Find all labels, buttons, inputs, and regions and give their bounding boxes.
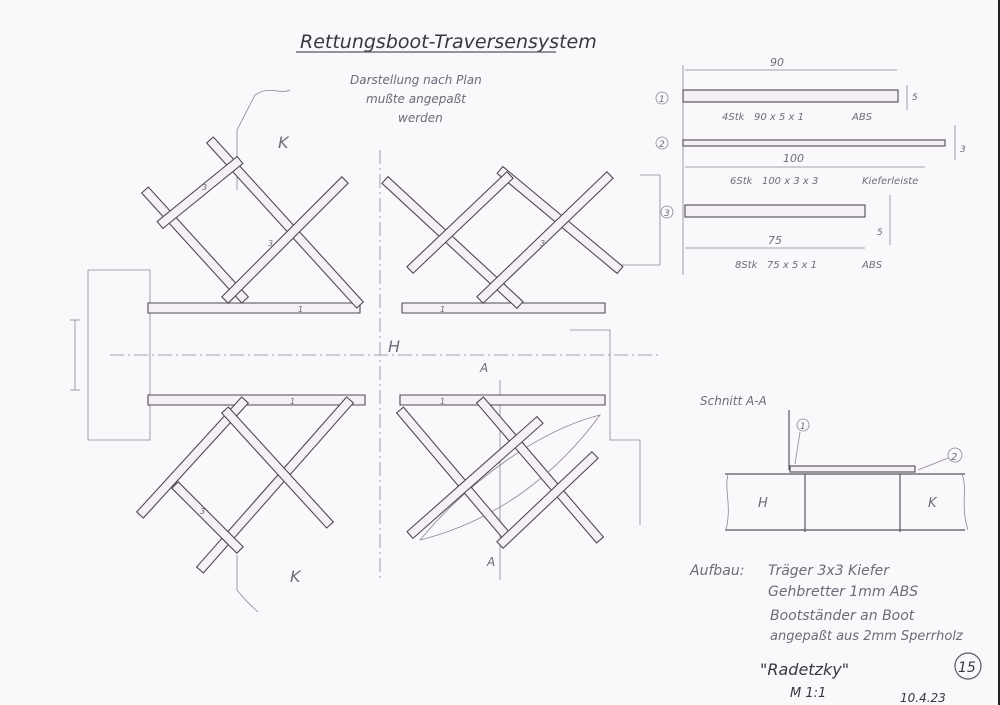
outline-right-lower — [570, 329, 641, 525]
part-2-spec: 6Stk 100 x 3 x 3 — [730, 176, 818, 187]
construction-line: Träger 3x3 Kiefer — [768, 563, 890, 579]
parts-list — [682, 65, 956, 275]
break-line-left — [725, 473, 729, 531]
part-2-drawing — [682, 139, 946, 147]
construction-line: angepaßt aus 2mm Sperrholz — [770, 629, 964, 644]
construction-line: Bootständer an Boot — [770, 608, 915, 624]
plan-view — [70, 89, 661, 613]
part-2-thickness: 3 — [960, 145, 966, 155]
part-3-circle — [660, 205, 674, 219]
callout-circle-1 — [796, 418, 810, 432]
walkway-board — [401, 302, 606, 314]
part-2-material: Kieferleiste — [862, 176, 918, 187]
part-1-thickness: 5 — [912, 93, 918, 103]
section-callout-2: 2 — [951, 452, 957, 463]
part-1-material: ABS — [851, 112, 873, 123]
part-1-drawing — [682, 89, 899, 103]
drawing-title: Rettungsboot-Traversensystem — [300, 31, 597, 53]
cross-beam — [156, 155, 244, 230]
note-line-2: mußte angepaßt — [366, 92, 467, 106]
date: 10.4.23 — [900, 691, 946, 705]
page-number: 15 — [958, 660, 976, 676]
part-label-3: 3 — [202, 183, 207, 192]
section-deck-board — [789, 465, 916, 473]
cross-beam — [171, 481, 244, 554]
section-mark-a-bottom: A — [486, 555, 495, 569]
part-2-number: 2 — [659, 140, 665, 150]
label-k-bottom: K — [290, 567, 302, 586]
part-1-number: 1 — [659, 95, 665, 105]
cross-beam — [135, 396, 250, 519]
cross-beam — [205, 136, 365, 309]
walkway-board — [147, 302, 361, 314]
cross-beam — [195, 396, 355, 574]
label-h: H — [388, 337, 400, 356]
part-label-1: 1 — [290, 397, 295, 406]
cross-beam — [406, 415, 544, 540]
part-label-1: 1 — [440, 397, 445, 406]
walkway-board — [399, 394, 606, 406]
callout-leader-1 — [794, 431, 801, 465]
leader-k-top — [236, 89, 291, 190]
part-3-material: ABS — [861, 260, 883, 271]
cross-beam — [220, 406, 335, 529]
section-label-h: H — [758, 496, 768, 511]
section-label-k: K — [928, 496, 938, 511]
callout-leader-2 — [917, 457, 949, 471]
section-mark-a-top: A — [479, 361, 488, 375]
outline-left — [87, 269, 151, 441]
cross-beam — [381, 175, 524, 310]
break-line-right — [961, 473, 969, 531]
section-view — [725, 410, 969, 532]
cross-beam — [496, 450, 599, 550]
section-callout-1: 1 — [800, 422, 806, 432]
part-1-circle — [655, 91, 669, 105]
part-label-3: 3 — [268, 239, 273, 248]
construction-label: Aufbau: — [689, 563, 744, 579]
cross-beam — [395, 406, 515, 544]
scale: M 1:1 — [790, 686, 826, 701]
callout-circle-2 — [947, 447, 963, 463]
outline-right — [610, 174, 661, 266]
ship-name: "Radetzky" — [760, 660, 849, 679]
part-3-drawing — [684, 204, 866, 218]
walkway-board — [147, 394, 366, 406]
part-3-spec: 8Stk 75 x 5 x 1 — [735, 260, 817, 271]
cross-beam — [406, 170, 514, 275]
part-label-1: 1 — [298, 305, 303, 314]
note-line-3: werden — [398, 111, 443, 125]
label-k-top: K — [278, 133, 290, 152]
part-2-length: 100 — [783, 152, 804, 165]
part-3-number: 3 — [664, 209, 670, 219]
leader-k-bottom — [236, 555, 259, 613]
part-1-spec: 4Stk 90 x 5 x 1 — [722, 112, 804, 123]
page-number-circle — [954, 652, 982, 680]
part-label-1: 1 — [440, 305, 445, 314]
section-title: Schnitt A-A — [700, 394, 767, 408]
part-label-3: 3 — [540, 239, 545, 248]
note-line-1: Darstellung nach Plan — [350, 73, 482, 87]
part-2-circle — [655, 136, 669, 150]
part-1-length: 90 — [770, 56, 784, 69]
part-label-3: 3 — [200, 507, 205, 516]
part-3-length: 75 — [768, 234, 782, 247]
part-3-thickness: 5 — [877, 228, 883, 238]
construction-line: Gehbretter 1mm ABS — [768, 584, 918, 600]
cross-beam — [476, 170, 614, 305]
cross-beam — [221, 176, 349, 304]
